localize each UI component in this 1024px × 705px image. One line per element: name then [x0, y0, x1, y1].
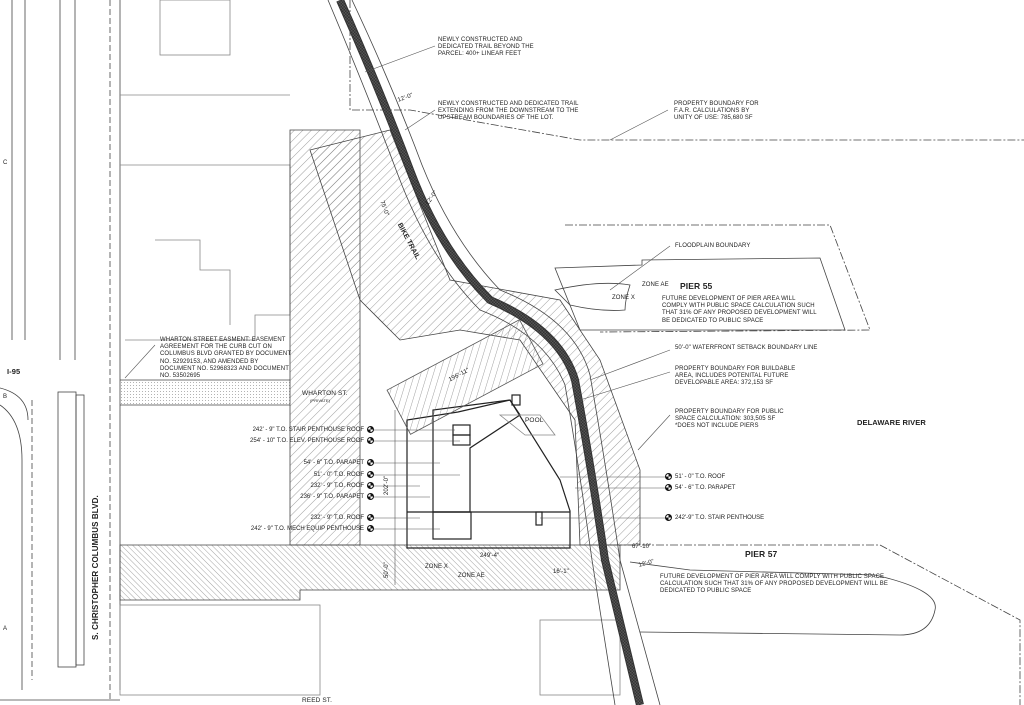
leader-lines — [124, 45, 671, 585]
elevation-target-icon — [665, 473, 672, 480]
elevation-target-icon — [665, 514, 672, 521]
note-easement: WHARTON STREET EASMENT: EASEMENT AGREEME… — [160, 337, 292, 380]
note-setback: 50'-0" WATERFRONT SETBACK BOUNDARY LINE — [675, 345, 818, 351]
elevation-label: 51' - 0" T.O. ROOF — [675, 473, 726, 480]
pool-label: POOL — [525, 417, 544, 424]
elevation-marker: 254' - 10" T.O. ELEV. PENTHOUSE ROOF — [250, 437, 374, 444]
note-trail-beyond: NEWLY CONSTRUCTED AND DEDICATED TRAIL BE… — [438, 37, 534, 58]
pool-outline — [498, 414, 556, 436]
note-buildable: PROPERTY BOUNDARY FOR BUILDABLE AREA, IN… — [675, 366, 796, 387]
zone-x-label-south: ZONE X — [425, 564, 448, 570]
elevation-marker: 242' - 9" T.O. STAIR PENTHOUSE ROOF — [253, 426, 374, 433]
wharton-st-label: WHARTON ST. — [302, 390, 348, 397]
elevation-marker: 242' - 9" T.O. MECH EQUIP PENTHOUSE — [251, 525, 374, 532]
elevation-label: 54' - 6" T.O. PARAPET — [303, 459, 364, 466]
elevation-label: 242' - 9" T.O. STAIR PENTHOUSE ROOF — [252, 426, 364, 433]
delaware-river-label: DELAWARE RIVER — [857, 418, 926, 427]
floodplain-boundary — [554, 282, 631, 311]
elevation-marker: 54' - 6" T.O. PARAPET — [304, 459, 374, 466]
zone-ae-label-south: ZONE AE — [458, 573, 485, 579]
note-floodplain: FLOODPLAIN BOUNDARY — [675, 243, 751, 249]
i95-label: I-95 — [7, 367, 21, 376]
property-boundary-lines — [349, 0, 1024, 705]
elevation-marker: 51' - 0" T.O. ROOF — [665, 473, 725, 480]
pier-55-note: FUTURE DEVELOPMENT OF PIER AREA WILL COM… — [662, 296, 817, 324]
wharton-private-label: (PRIVATE) — [310, 398, 331, 403]
elevation-target-icon — [367, 437, 374, 444]
elevation-marker: 54' - 6" T.O. PARAPET — [665, 484, 735, 491]
reed-st-label: REED ST. — [302, 697, 333, 704]
note-public-space: PROPERTY BOUNDARY FOR PUBLIC SPACE CALCU… — [675, 409, 784, 430]
neighbor-buildings — [119, 0, 621, 696]
pier-57-note: FUTURE DEVELOPMENT OF PIER AREA WILL COM… — [660, 574, 888, 595]
pier-57-title: PIER 57 — [745, 549, 778, 559]
elevation-target-icon — [367, 459, 374, 466]
dimension-249ft: 249'-4" — [480, 553, 500, 559]
elevation-target-icon — [367, 471, 374, 478]
elevation-marker: 232' - 9" T.O. ROOF — [310, 514, 374, 521]
zone-x-label: ZONE X — [612, 295, 635, 301]
dimension-67ft: 67'-10" — [632, 544, 652, 550]
elevation-target-icon — [367, 426, 374, 433]
elevation-label: 232' - 9" T.O. ROOF — [310, 482, 364, 489]
note-far-boundary: PROPERTY BOUNDARY FOR F.A.R. CALCULATION… — [674, 101, 759, 122]
elevation-label: 242' - 9" T.O. MECH EQUIP PENTHOUSE — [250, 525, 364, 532]
grid-letter-b: B — [3, 394, 8, 400]
grid-letter-a: A — [3, 626, 8, 632]
elevation-target-icon — [367, 525, 374, 532]
pier-55-outline — [554, 257, 846, 331]
elevation-target-icon — [367, 514, 374, 521]
elevation-marker: 51' - 0" T.O. ROOF — [314, 471, 374, 478]
elevation-marker: 232' - 9" T.O. ROOF — [310, 482, 374, 489]
dimension-50ft: 50'-0" — [384, 562, 390, 578]
pier-55-title: PIER 55 — [680, 281, 713, 291]
pier-57-outline — [629, 561, 936, 636]
elevation-target-icon — [367, 482, 374, 489]
columbus-blvd-label: S. CHRISTOPHER COLUMBUS BLVD. — [91, 495, 100, 640]
elevation-label: 232' - 9" T.O. ROOF — [310, 514, 364, 521]
elevation-label: 254' - 10" T.O. ELEV. PENTHOUSE ROOF — [250, 437, 364, 444]
elevation-target-icon — [665, 484, 672, 491]
building-footprint — [406, 394, 571, 549]
dimension-16ft: 16'-1" — [553, 569, 569, 575]
elevation-label: 54' - 6" T.O. PARAPET — [675, 484, 736, 491]
elevation-label: 242'-9" T.O. STAIR PENTHOUSE — [675, 514, 765, 521]
note-trail-extending: NEWLY CONSTRUCTED AND DEDICATED TRAIL EX… — [438, 101, 579, 122]
hatched-strip-south — [119, 544, 621, 601]
elevation-target-icon — [367, 493, 374, 500]
elevation-label: 236' - 9" T.O. PARAPET — [300, 493, 364, 500]
dimension-202ft: 202'-0" — [384, 475, 390, 495]
elevation-marker: 236' - 9" T.O. PARAPET — [300, 493, 374, 500]
elevation-label: 51' - 0" T.O. ROOF — [313, 471, 364, 478]
grid-letter-c: C — [3, 160, 8, 166]
elevation-marker: 242'-9" T.O. STAIR PENTHOUSE — [665, 514, 764, 521]
zone-ae-label: ZONE AE — [642, 282, 669, 288]
